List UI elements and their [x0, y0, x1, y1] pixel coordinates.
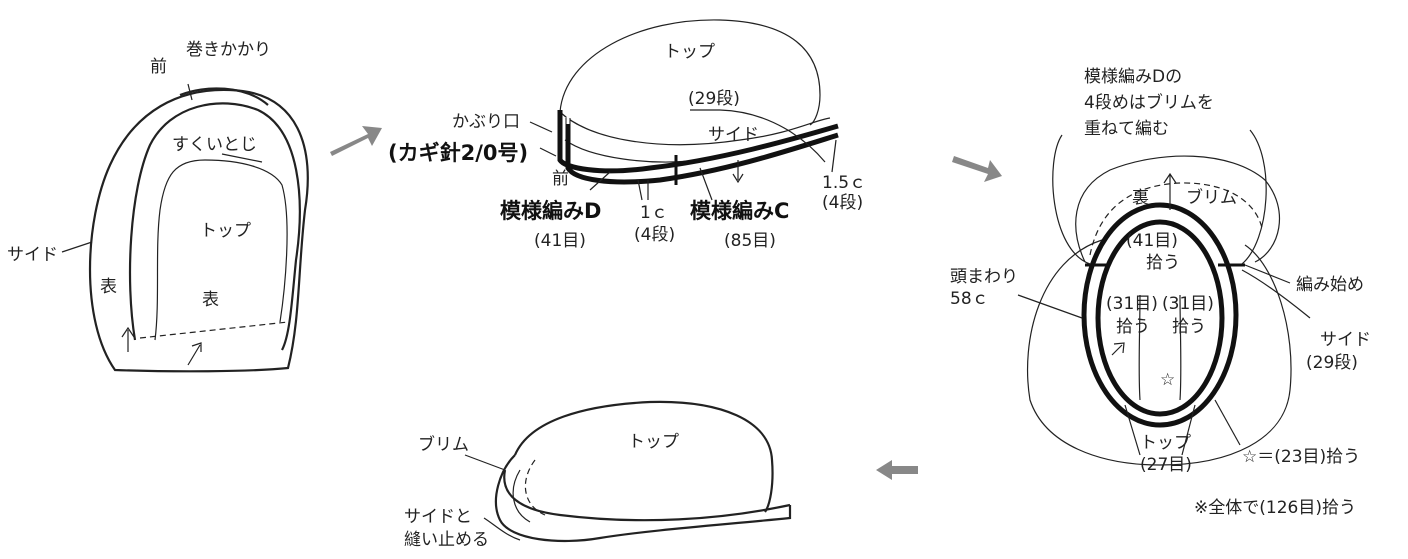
step1-right-side-center-label: 表	[202, 290, 219, 310]
step4-brim-label: ブリム	[418, 434, 469, 455]
step3-31a-stitches-label: (31目)	[1106, 294, 1158, 314]
step2-width-1-5c-rows: (4段)	[822, 193, 863, 213]
step3-star-note: ☆＝(23目)拾う	[1242, 447, 1360, 467]
step1-whipstitch-top-label: 巻きかかり	[186, 40, 271, 60]
step1-side-label: サイド	[7, 245, 58, 265]
step3-41-pick-label: 拾う	[1146, 253, 1180, 273]
step2-front-label: 前	[552, 169, 569, 189]
step3-31a-pick-label: 拾う	[1116, 317, 1150, 337]
step3-head-circ-value: 58ｃ	[950, 289, 989, 309]
step3-41-stitches-label: (41目)	[1126, 231, 1178, 251]
step3-side-rows-label: (29段)	[1306, 353, 1358, 373]
step2-cap-illustration	[529, 19, 839, 201]
step4-sew-label-line1: サイドと	[404, 507, 472, 527]
step2-pattern-d-label: 模様編みD	[500, 199, 601, 223]
step3-cap-illustration	[1017, 129, 1311, 466]
step2-29-rows-label: (29段)	[688, 89, 740, 109]
step2-opening-label: かぶり口	[452, 112, 520, 132]
step2-top-label: トップ	[664, 42, 715, 62]
step3-31b-pick-label: 拾う	[1172, 317, 1206, 337]
step3-note-line3: 重ねて編む	[1084, 119, 1169, 139]
step2-pattern-c-label: 模様編みC	[690, 199, 789, 223]
step1-top-label: トップ	[200, 221, 251, 241]
step3-total-note: ※全体で(126目)拾う	[1194, 498, 1356, 518]
step2-width-1c-label: 1ｃ	[640, 203, 668, 223]
step2-width-1c-rows: (4段)	[634, 225, 675, 245]
step1-sukuitoji-label: すくいとじ	[172, 135, 257, 155]
step3-top-label: トップ	[1140, 433, 1191, 453]
step3-star-mark: ☆	[1160, 370, 1175, 390]
step2-width-1-5c-label: 1.5ｃ	[822, 173, 866, 193]
step4-top-label: トップ	[628, 432, 679, 452]
step3-brim-label: ブリム	[1186, 187, 1237, 208]
arrow-down-right-icon	[952, 156, 1002, 182]
step4-sew-label-line2: 縫い止める	[404, 530, 489, 550]
step2-needle-label: (カギ針2/0号)	[388, 141, 528, 165]
step3-31b-stitches-label: (31目)	[1162, 294, 1214, 314]
step1-right-side-left-label: 表	[100, 277, 117, 297]
step2-pattern-d-count: (41目)	[534, 231, 586, 251]
step1-front-label: 前	[150, 57, 167, 77]
step3-side-label: サイド	[1320, 330, 1371, 350]
step3-start-label: 編み始め	[1296, 275, 1364, 295]
step4-cap-illustration	[464, 400, 792, 543]
step3-note-line2: 4段めはブリムを	[1084, 92, 1214, 113]
step2-side-label: サイド	[708, 125, 759, 145]
arrow-right-icon	[330, 126, 382, 156]
step3-wrong-side-label: 裏	[1132, 187, 1149, 208]
step3-head-circ-label: 頭まわり	[950, 267, 1018, 287]
step2-pattern-c-count: (85目)	[724, 231, 776, 251]
step3-top-count-label: (27目)	[1140, 455, 1192, 475]
step3-note-line1: 模様編みDの	[1084, 67, 1182, 87]
arrow-left-icon	[876, 460, 918, 480]
step1-cap-illustration	[61, 83, 309, 373]
